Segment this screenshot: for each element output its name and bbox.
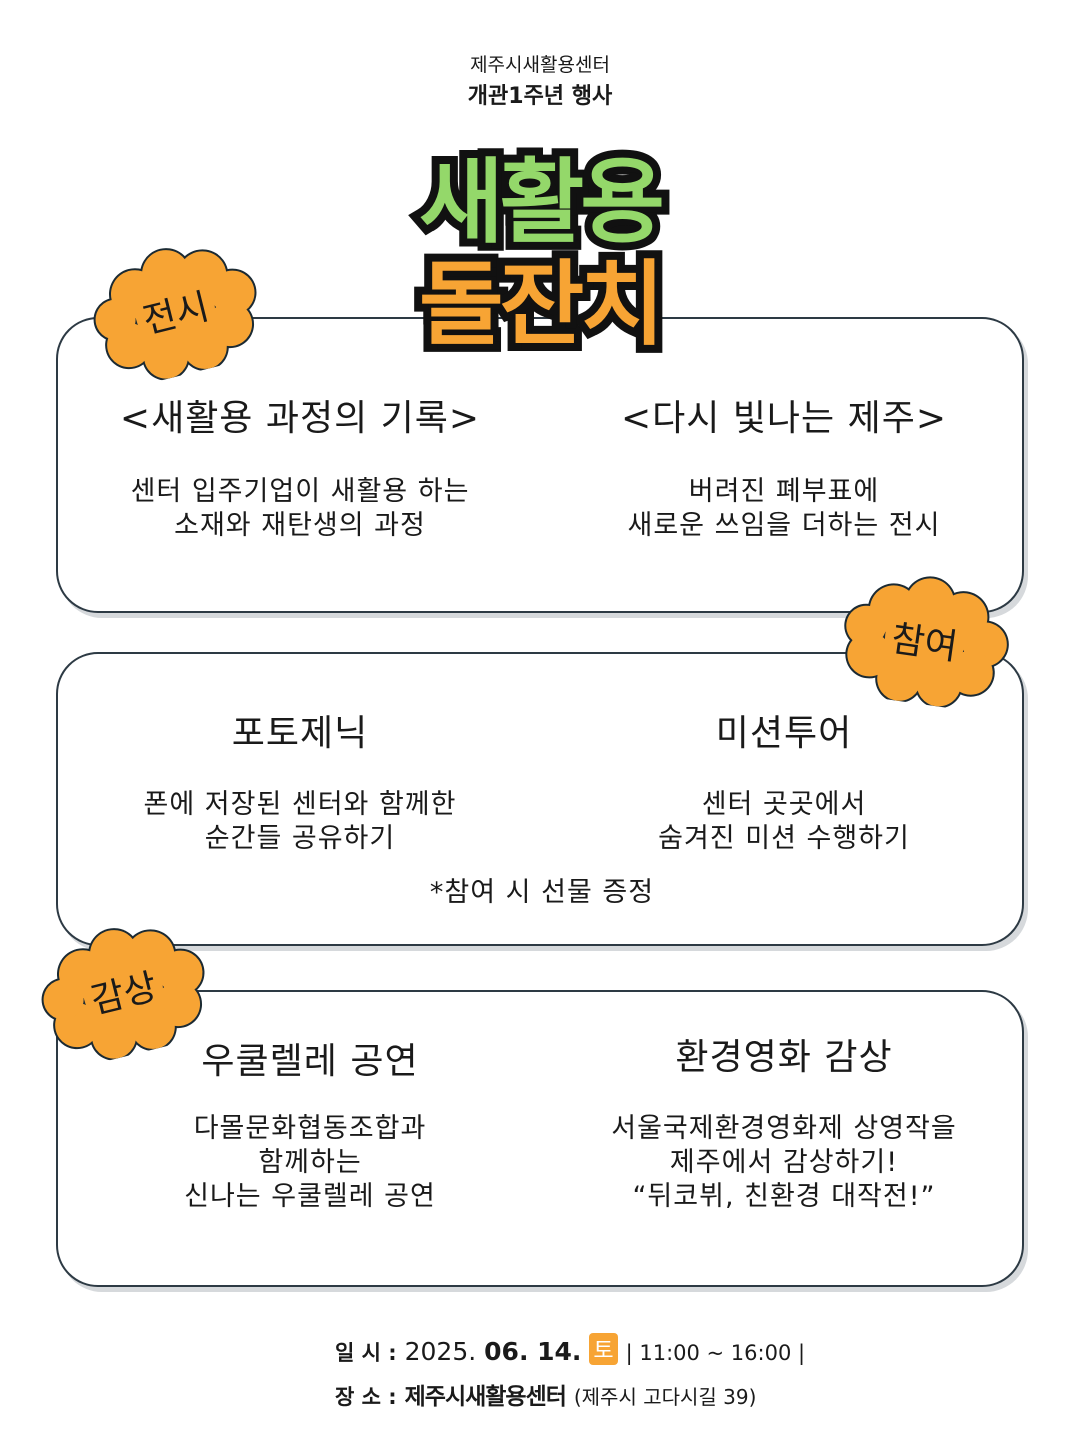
org-name: 제주시새활용센터: [470, 54, 610, 76]
item-desc: 제주에서 감상하기!: [669, 1147, 899, 1178]
cloud-shape-icon: [93, 248, 257, 381]
item-desc: 새로운 쓰임을 더하는 전시: [627, 510, 941, 541]
time-range: | 11:00 ~ 16:00 |: [625, 1341, 806, 1365]
place-address: (제주시 고다시길 39): [573, 1385, 757, 1409]
item-desc: 서울국제환경영화제 상영작을: [611, 1113, 957, 1144]
title-line-1: 새활용: [411, 141, 673, 264]
badge-participation: 참여: [832, 563, 1018, 715]
badge-exhibition: 전시: [77, 226, 273, 393]
exhibit-item-1: <새활용 과정의 기록> 센터 입주기업이 새활용 하는 소재와 재탄생의 과정: [58, 389, 542, 543]
item-desc: 순간들 공유하기: [204, 823, 396, 854]
cloud-shape-icon: [41, 928, 205, 1061]
date-label: 일 시 :: [335, 1341, 397, 1365]
item-title: 포토제닉: [231, 713, 369, 754]
item-desc: 센터 입주기업이 새활용 하는: [130, 476, 470, 507]
viewing-card: 우쿨렐레 공연 다몰문화협동조합과 함께하는 신나는 우쿨렐레 공연 환경영화 …: [56, 990, 1024, 1287]
weekday-badge: 토: [589, 1333, 618, 1365]
item-desc: 폰에 저장된 센터와 함께한: [143, 789, 457, 820]
item-desc: 센터 곳곳에서: [701, 789, 867, 820]
place-line: 장 소 : 제주시새활용센터 (제주시 고다시길 39): [335, 1377, 756, 1411]
item-desc: 함께하는: [258, 1147, 362, 1178]
viewing-item-1: 우쿨렐레 공연 다몰문화협동조합과 함께하는 신나는 우쿨렐레 공연: [68, 1032, 552, 1214]
item-desc: 숨겨진 미션 수행하기: [658, 823, 910, 854]
item-title: 미션투어: [715, 713, 853, 754]
date-year: 2025.: [404, 1337, 477, 1366]
viewing-item-2: 환경영화 감상 서울국제환경영화제 상영작을 제주에서 감상하기! “뒤코뷔, …: [542, 1028, 1026, 1214]
exhibit-item-2: <다시 빛나는 제주> 버려진 폐부표에 새로운 쓰임을 더하는 전시: [542, 389, 1026, 543]
item-desc: 소재와 재탄생의 과정: [174, 510, 426, 541]
item-title: <새활용 과정의 기록>: [119, 398, 481, 439]
participate-item-2: 미션투어 센터 곳곳에서 숨겨진 미션 수행하기: [542, 704, 1026, 856]
item-desc: “뒤코뷔, 친환경 대작전!”: [632, 1181, 936, 1212]
item-desc: 신나는 우쿨렐레 공연: [184, 1181, 436, 1212]
event-subtitle: 개관1주년 행사: [467, 84, 613, 109]
badge-viewing: 감상: [25, 906, 221, 1073]
date-line: 일 시 : 2025. 06. 14. 토 | 11:00 ~ 16:00 |: [335, 1333, 805, 1367]
participation-card: 포토제닉 폰에 저장된 센터와 함께한 순간들 공유하기 미션투어 센터 곳곳에…: [56, 652, 1024, 946]
date-month-day: 06. 14.: [484, 1337, 582, 1366]
title-line-2: 돌잔치: [411, 243, 673, 366]
item-title: 우쿨렐레 공연: [201, 1041, 419, 1082]
participate-item-1: 포토제닉 폰에 저장된 센터와 함께한 순간들 공유하기: [58, 704, 542, 856]
item-title: <다시 빛나는 제주>: [620, 398, 948, 439]
cloud-shape-icon: [844, 576, 1009, 709]
gift-note: *참여 시 선물 증정: [429, 877, 655, 908]
item-desc: 다몰문화협동조합과: [193, 1113, 427, 1144]
place-label: 장 소 :: [335, 1385, 397, 1409]
exhibition-card: <새활용 과정의 기록> 센터 입주기업이 새활용 하는 소재와 재탄생의 과정…: [56, 317, 1024, 613]
item-title: 환경영화 감상: [675, 1037, 893, 1078]
item-desc: 버려진 폐부표에: [688, 476, 880, 507]
place-name: 제주시새활용센터: [404, 1384, 567, 1410]
